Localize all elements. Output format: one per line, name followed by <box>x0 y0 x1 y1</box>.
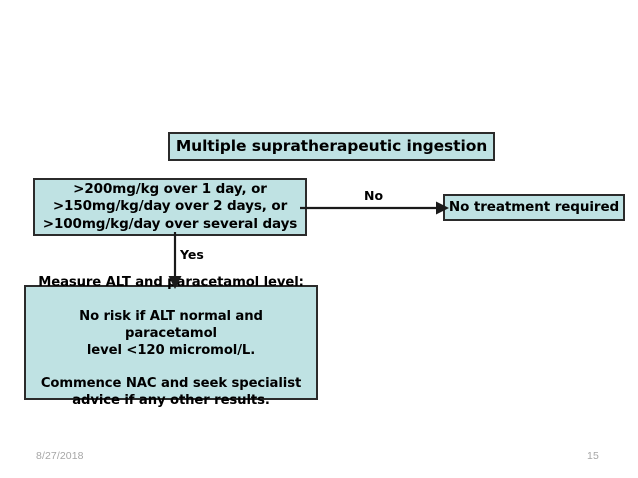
flowchart-node-measure-and-treat: Measure ALT and paracetamol level: No ri… <box>24 275 318 408</box>
flowchart-node-no-treatment: No treatment required <box>443 194 625 221</box>
flowchart-node-no-treatment-label: No treatment required <box>448 198 620 215</box>
footer-date: 8/27/2018 <box>36 450 84 462</box>
footer-slide-number: 15 <box>587 450 599 462</box>
flowchart-edge-label-yes: Yes <box>180 247 204 262</box>
flowchart-node-title: Multiple supratherapeutic ingestion <box>168 132 495 161</box>
flowchart-node-title-label: Multiple supratherapeutic ingestion <box>175 136 488 155</box>
flowchart-edge-label-no: No <box>364 188 384 203</box>
flowchart-node-measure-and-treat-label: Measure ALT and paracetamol level: No ri… <box>38 274 304 409</box>
flowchart-node-dose-criteria: >200mg/kg over 1 day, or >150mg/kg/day o… <box>33 178 307 236</box>
flowchart-node-dose-criteria-label: >200mg/kg over 1 day, or >150mg/kg/day o… <box>42 181 298 232</box>
